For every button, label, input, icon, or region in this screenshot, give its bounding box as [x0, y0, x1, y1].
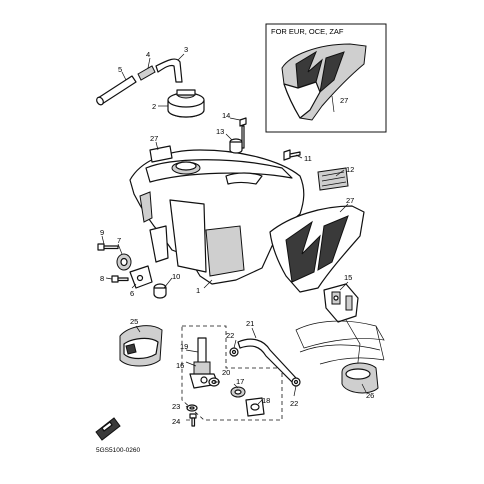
callout-22-lower: 22	[290, 399, 298, 408]
callout-17: 17	[236, 377, 244, 386]
screw-24	[189, 413, 197, 427]
damper-7	[116, 253, 132, 271]
collar-13	[229, 138, 243, 154]
fuel-tank-1	[129, 149, 305, 285]
callout-10: 10	[172, 272, 180, 281]
callout-14: 14	[222, 111, 230, 120]
callout-24: 24	[172, 417, 180, 426]
hose-joint-4	[137, 65, 156, 81]
clip-22-lower	[291, 377, 301, 387]
washer-23	[186, 404, 198, 412]
callout-1: 1	[196, 286, 200, 295]
callout-19: 19	[180, 342, 188, 351]
inset-title: FOR EUR, OCE, ZAF	[271, 27, 344, 36]
drawing-code: 5GS5100-0260	[96, 447, 140, 454]
vent-hose-assembly	[96, 58, 183, 106]
callout-27-left: 27	[150, 134, 158, 143]
leader-lines	[101, 53, 367, 421]
callout-22-upper: 22	[226, 331, 234, 340]
callout-25: 25	[130, 317, 138, 326]
callout-9: 9	[100, 228, 104, 237]
callout-labels: 1 2 3 4 5 6 7 8 9 10 11 12 13 14 15 16 1…	[100, 45, 374, 426]
bracket-15	[323, 283, 359, 323]
filter-17	[230, 386, 246, 398]
callout-13: 13	[216, 127, 224, 136]
callout-20: 20	[222, 368, 230, 377]
callout-16: 16	[176, 361, 184, 370]
bolt-11	[283, 149, 301, 161]
callout-12: 12	[346, 165, 354, 174]
callout-15: 15	[344, 273, 352, 282]
callout-11: 11	[304, 154, 312, 163]
callout-23: 23	[172, 402, 180, 411]
callout-5: 5	[118, 65, 122, 74]
clip-22-upper	[229, 347, 239, 357]
bolt-9	[97, 243, 119, 251]
tank-shroud-27	[269, 205, 365, 293]
callout-18: 18	[262, 396, 270, 405]
damper-12	[317, 167, 349, 191]
bracket-6	[129, 265, 153, 289]
cover-25	[119, 325, 163, 367]
callout-27-inset: 27	[340, 96, 348, 105]
callout-21: 21	[246, 319, 254, 328]
fuel-cap-2	[167, 89, 205, 118]
vent-hose-3	[155, 58, 183, 83]
collar-10	[153, 283, 167, 299]
inset-shroud-graphic	[281, 43, 367, 121]
fuel-hose-21	[237, 338, 297, 383]
callout-7: 7	[117, 236, 121, 245]
callout-26: 26	[366, 391, 374, 400]
callout-4: 4	[146, 50, 150, 59]
damper-26	[341, 362, 379, 394]
callout-27-right: 27	[346, 196, 354, 205]
bolt-14	[239, 117, 247, 149]
front-arrow-icon	[95, 417, 121, 441]
inset-box: FOR EUR, OCE, ZAF	[265, 23, 387, 133]
callout-2: 2	[152, 102, 156, 111]
callout-8: 8	[100, 274, 104, 283]
gasket-27-left	[149, 145, 173, 163]
callout-3: 3	[184, 45, 188, 54]
bolt-8	[111, 275, 129, 283]
vent-hose-5	[97, 75, 137, 105]
callout-6: 6	[130, 289, 134, 298]
fuel-cock-group-outline	[181, 325, 283, 421]
